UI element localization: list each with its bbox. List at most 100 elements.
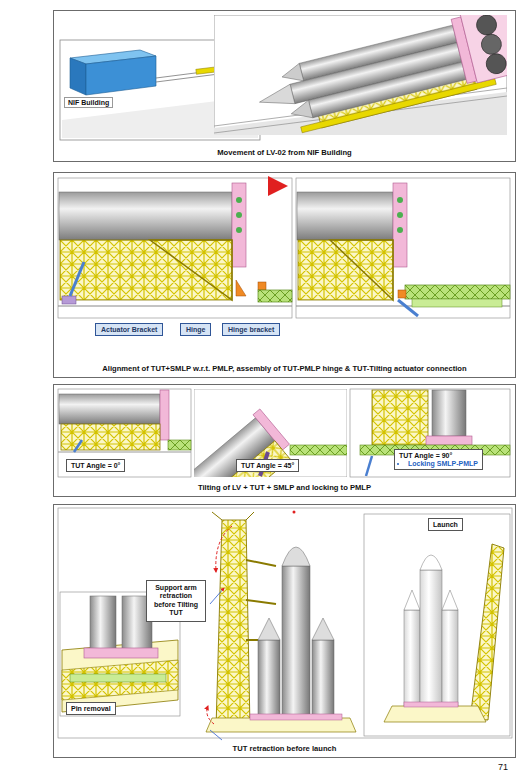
launch-scene-part (207, 706, 214, 724)
step-panel: Tilting of LV + TUT + SMLP and locking t… (53, 384, 516, 497)
page-number: 71 (498, 762, 508, 772)
bullet-text: Locking SMLP-PMLP (408, 460, 478, 467)
launch-scene-part (404, 702, 458, 707)
step-caption: Alignment of TUT+SMLP w.r.t. PMLP, assem… (58, 365, 511, 374)
tilt-90-part (366, 456, 372, 476)
alignment-left-part (258, 282, 266, 290)
launch-scene-part (212, 512, 254, 520)
launch-scene-part (250, 714, 342, 720)
lv-transport-scene-part-part (308, 62, 466, 118)
lv-transport-scene-part-part (474, 15, 498, 37)
alignment-right-part (397, 212, 403, 218)
launch-scene-part (84, 648, 158, 658)
alignment-left-part (58, 306, 292, 307)
launch-scene-part (282, 547, 310, 566)
alignment-left-part (236, 227, 242, 233)
alignment-left-part (59, 192, 232, 240)
callout-box: Launch (428, 518, 463, 531)
alignment-left-part (70, 262, 84, 296)
alignment-right-part (297, 192, 393, 240)
tilt-90 (350, 389, 510, 477)
box-text: Actuator Bracket (101, 326, 157, 333)
tilt-0-part (168, 440, 191, 450)
alignment-right-part (405, 285, 510, 299)
step-caption: TUT retraction before launch (58, 745, 511, 754)
tilt-0-part (160, 390, 169, 440)
alignment-right-part (398, 300, 418, 316)
tilt-90-part (372, 390, 428, 445)
alignment-left-part (258, 290, 292, 302)
tilt-45 (194, 389, 347, 477)
alignment-left-part (150, 240, 232, 300)
alignment-left-part (236, 197, 242, 203)
alignment-left-part (58, 178, 292, 318)
alignment-left (58, 178, 292, 318)
launch-scene-part (70, 674, 166, 682)
launch-scene-part (404, 610, 420, 706)
launch-scene-part (216, 520, 250, 728)
lv-transport-scene-part-part (484, 52, 507, 76)
lv-transport-scene-part-part (257, 84, 295, 112)
box-text: Launch (433, 521, 458, 528)
tilt-0-part (58, 452, 191, 453)
tilt-0-part (58, 389, 191, 477)
launch-scene-part (404, 590, 420, 610)
alignment-left-part (270, 184, 284, 188)
lv-transport-scene-part (214, 15, 507, 135)
alignment-left-part (62, 296, 76, 304)
bullet-list: Locking SMLP-PMLP (399, 460, 478, 467)
alignment-left-part (232, 183, 246, 267)
tilt-0 (58, 389, 191, 477)
lv-transport-scene-part (250, 15, 507, 135)
alignment-right-part (298, 240, 393, 300)
step-caption: Movement of LV-02 from NIF Building (58, 149, 511, 158)
tilt-0-part (74, 440, 82, 452)
launch-scene-part (258, 640, 280, 720)
tilt-90-part (350, 389, 510, 477)
alignment-right (296, 178, 510, 318)
launch-scene-part (442, 590, 458, 610)
angle-box: TUT Angle = 90°Locking SMLP-PMLP (394, 449, 483, 470)
lv-transport-scene-part-part (289, 100, 313, 122)
angle-box: TUT Angle = 0° (66, 459, 125, 472)
alignment-right-part (330, 240, 393, 300)
launch-scene-part (293, 511, 296, 514)
launch-scene-part (420, 570, 442, 706)
box-text: TUT Angle = 0° (71, 462, 120, 469)
tilt-90-part (426, 436, 472, 445)
alignment-right-part (393, 183, 407, 267)
tilt-0-part (61, 424, 160, 450)
part-tag: Hinge (180, 323, 211, 336)
alignment-right-part (412, 299, 502, 307)
launch-scene (58, 508, 512, 740)
alignment-right-part (397, 197, 403, 203)
alignment-left-part (60, 240, 232, 300)
step-caption: Tilting of LV + TUT + SMLP and locking t… (58, 484, 511, 493)
launch-scene-part (216, 526, 232, 572)
part-tag: Actuator Bracket (95, 323, 163, 336)
launch-scene-part (470, 544, 504, 720)
part-tag: Hinge bracket (222, 323, 280, 336)
lv-transport-scene-part-part (479, 32, 503, 56)
tilt-45-part (290, 445, 347, 455)
box-text: Support arm retraction before Tilting TU… (150, 584, 202, 618)
nif-building-scene-part (86, 56, 156, 95)
step-panel: Movement of LV-02 from NIF Building (53, 10, 516, 162)
box-text: Hinge bracket (228, 326, 274, 333)
alignment-right-part (397, 227, 403, 233)
tilt-45-part (194, 409, 297, 477)
callout-box: Pin removal (66, 702, 116, 715)
launch-scene-part (58, 508, 512, 738)
launch-scene-part (258, 618, 280, 640)
alignment-left-part (236, 280, 246, 296)
callout-box: Support arm retraction before Tilting TU… (146, 580, 206, 622)
launch-scene-part (62, 660, 178, 700)
alignment-left-part (236, 212, 242, 218)
box-text: Hinge (186, 326, 205, 333)
box-text: TUT Angle = 90° (399, 452, 478, 459)
tilt-0-part (59, 394, 160, 424)
box-text: TUT Angle = 45° (241, 462, 294, 469)
building-label: NIF Building (64, 97, 113, 108)
